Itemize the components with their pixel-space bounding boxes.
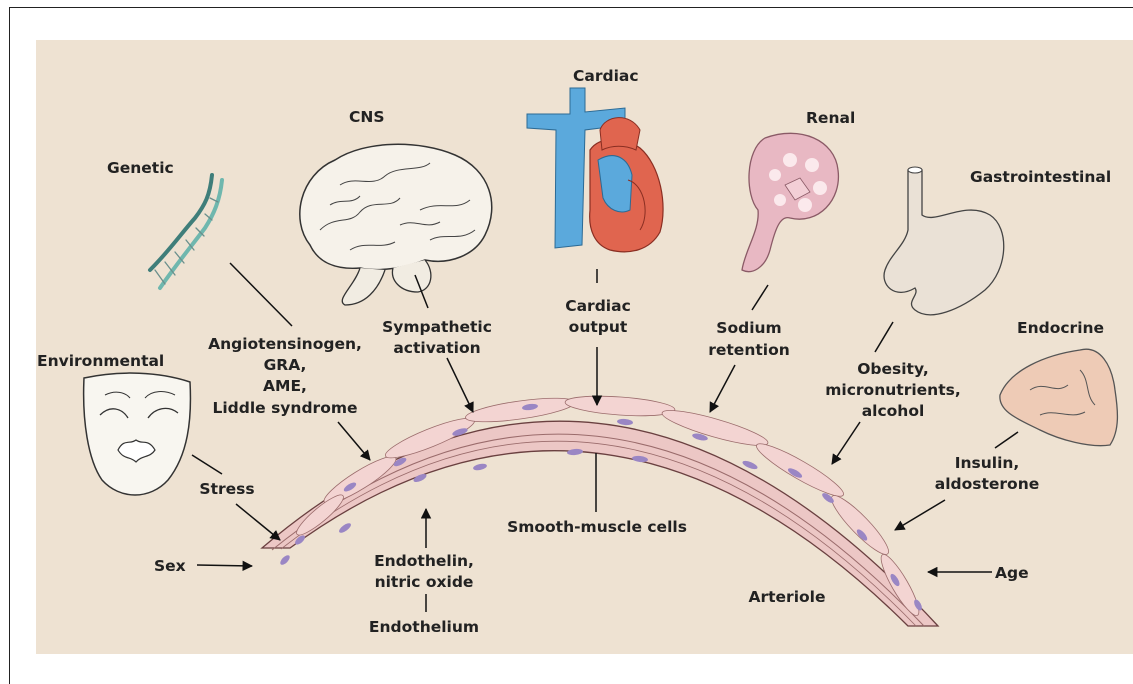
mech-cardiac-1: Cardiac [565, 297, 631, 315]
mech-cardiac-2: output [569, 318, 628, 336]
dna-helix-icon [150, 175, 222, 288]
mech-gi-1: Obesity, [857, 360, 929, 378]
label-gastrointestinal: Gastrointestinal [970, 168, 1111, 186]
mech-renal-1: Sodium [716, 319, 781, 337]
label-cardiac: Cardiac [573, 67, 639, 85]
mech-cns-2: activation [393, 339, 480, 357]
label-renal: Renal [806, 109, 855, 127]
label-environmental: Environmental [37, 352, 164, 370]
label-sex: Sex [154, 557, 186, 575]
mech-endocrine-2: aldosterone [935, 475, 1040, 493]
kidney-icon [742, 133, 838, 271]
heart-icon [527, 88, 663, 252]
arteriole-wall [262, 393, 938, 626]
mech-stress: Stress [199, 480, 254, 498]
mech-gi-2: micronutrients, [825, 381, 960, 399]
mech-genetic-3: AME, [263, 377, 307, 395]
label-endocrine: Endocrine [1017, 319, 1104, 337]
label-age: Age [995, 564, 1029, 582]
mech-gi-3: alcohol [862, 402, 925, 420]
label-smooth-muscle: Smooth-muscle cells [507, 518, 687, 536]
mech-renal-2: retention [708, 341, 790, 359]
mech-cns-1: Sympathetic [382, 318, 492, 336]
label-arteriole: Arteriole [749, 588, 826, 606]
endothelin-line-1: Endothelin, [374, 552, 474, 570]
mech-genetic-1: Angiotensinogen, [208, 335, 362, 353]
stomach-icon [884, 167, 1004, 315]
label-genetic: Genetic [107, 159, 174, 177]
mech-genetic-4: Liddle syndrome [212, 399, 357, 417]
mech-genetic-2: GRA, [264, 356, 307, 374]
endothelin-line-2: nitric oxide [375, 573, 474, 591]
mech-endocrine-1: Insulin, [955, 454, 1020, 472]
brain-icon [300, 144, 492, 305]
mask-icon [84, 373, 191, 495]
endocrine-gland-icon [1000, 349, 1118, 445]
label-cns: CNS [349, 108, 385, 126]
label-endothelium: Endothelium [369, 618, 479, 636]
